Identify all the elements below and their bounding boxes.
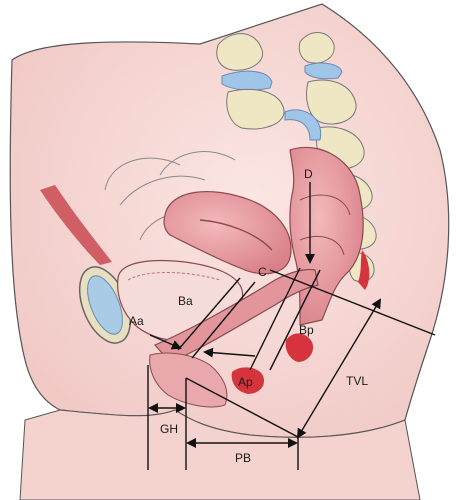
label-C: C (258, 265, 267, 279)
label-Bp: Bp (299, 323, 314, 337)
bladder-wall (127, 272, 221, 281)
uterus (163, 190, 292, 275)
label-Ba: Ba (178, 294, 193, 308)
label-Ap: Ap (238, 375, 253, 389)
label-D: D (304, 167, 313, 181)
thigh-region (19, 409, 421, 500)
uterine-cavity (199, 219, 273, 251)
label-GH: GH (160, 422, 178, 436)
label-Aa: Aa (129, 314, 144, 328)
anterior-red-mass (231, 367, 265, 394)
perineal-body (149, 352, 228, 408)
measurement-lines (147, 182, 436, 470)
sacral-vessel (358, 250, 370, 290)
label-TVL: TVL (346, 374, 368, 388)
label-PB: PB (235, 451, 251, 465)
intestine-loops (104, 151, 236, 241)
abdominal-wall (40, 185, 112, 265)
rectum-fold (299, 194, 351, 256)
pubic-bone-inner (87, 275, 123, 335)
